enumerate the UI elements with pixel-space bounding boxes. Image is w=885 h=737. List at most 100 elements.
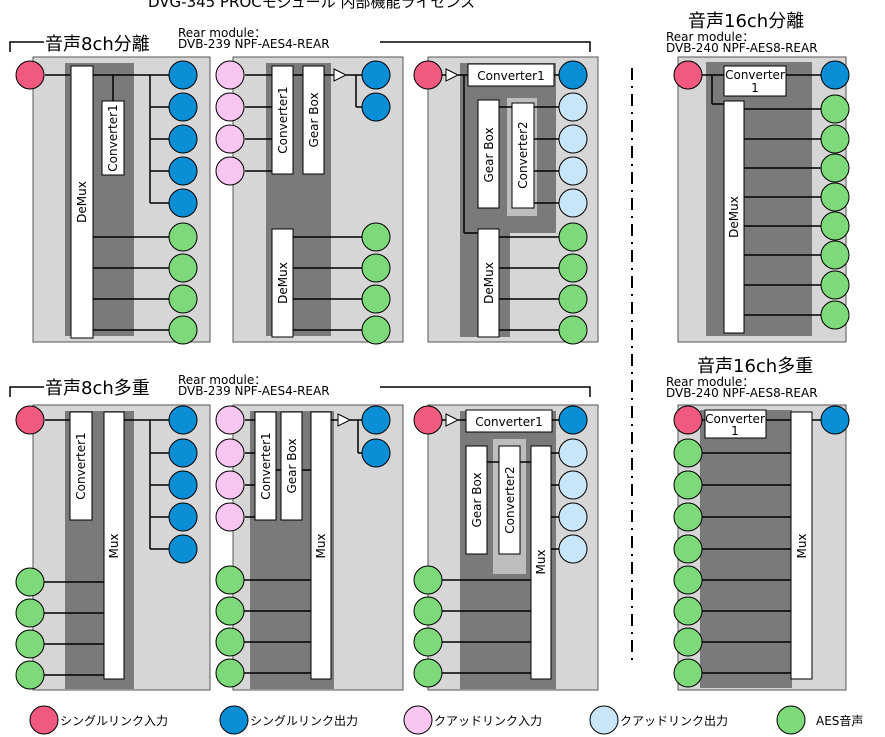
- single-link-output-port: [168, 470, 198, 500]
- mux-label: Mux: [107, 533, 121, 558]
- aes-audio-port: [168, 284, 198, 314]
- converter1-label: Converter1: [106, 104, 120, 171]
- single-link-input-port: [673, 60, 703, 90]
- aes-audio-port: [558, 253, 588, 283]
- rear-module-label: Rear module：: [178, 373, 266, 387]
- aes-audio-port: [15, 598, 45, 628]
- converter1-label: Converter: [725, 68, 785, 82]
- quad-link-output-port: [558, 502, 588, 532]
- section-heading: 音声16ch多重: [697, 356, 813, 377]
- aes-audio-port: [168, 253, 198, 283]
- legend-label: AES音声: [816, 713, 863, 728]
- mux-block: [790, 411, 813, 680]
- single-link-output-port: [361, 405, 391, 435]
- single-link-input-port: [413, 60, 443, 90]
- converter1-block: [723, 65, 787, 97]
- rear-module-name: DVB-239 NPF-AES4-REAR: [178, 384, 330, 398]
- gearbox-label: Gear Box: [470, 472, 484, 527]
- aes-audio-port: [558, 315, 588, 345]
- single-link-output-port: [168, 156, 198, 186]
- aes-audio-port: [15, 660, 45, 690]
- single-link-output-port: [168, 502, 198, 532]
- panel-split8-quad: Converter1 Gear Box DeMux: [215, 56, 404, 345]
- single-link-output-port: [361, 92, 391, 122]
- rear-module-name: DVB-240 NPF-AES8-REAR: [666, 41, 818, 55]
- aes-audio-port: [361, 315, 391, 345]
- section-heading: 音声8ch多重: [45, 378, 150, 399]
- quad-link-output-port: [558, 156, 588, 186]
- legend: シングルリンク入力 シングルリンク出力 クアッドリンク入力 クアッドリンク出力 …: [29, 705, 863, 735]
- quad-link-input-port: [215, 405, 245, 435]
- quad-link-input-port: [215, 438, 245, 468]
- single-link-input-port: [15, 60, 45, 90]
- gearbox-label: Gear Box: [285, 438, 299, 493]
- aes-audio-port: [673, 627, 703, 657]
- legend-label: クアッドリンク出力: [620, 714, 728, 728]
- aes-audio-port: [820, 153, 850, 183]
- legend-item-aes: AES音声: [776, 705, 863, 735]
- panel-split8-single: DeMux Converter1: [15, 56, 211, 345]
- converter1-label-number: 1: [751, 81, 759, 95]
- aes-audio-port: [413, 565, 443, 595]
- legend-item-quad-out: クアッドリンク出力: [589, 705, 728, 735]
- gearbox-block: [280, 411, 303, 521]
- single-link-input-port: [673, 405, 703, 435]
- legend-swatch: [403, 705, 433, 735]
- demux-label: DeMux: [276, 262, 290, 304]
- converter1-block: [101, 100, 125, 176]
- demux-block: [271, 228, 294, 338]
- single-link-output-port: [168, 534, 198, 564]
- gearbox-block: [302, 65, 325, 175]
- panel-split16: Converter 1 DeMux: [673, 56, 850, 343]
- single-link-output-port: [820, 60, 850, 90]
- aes-audio-port: [673, 534, 703, 564]
- aes-audio-port: [820, 300, 850, 330]
- aes-audio-port: [413, 658, 443, 688]
- quad-link-input-port: [215, 60, 245, 90]
- aes-audio-port: [673, 470, 703, 500]
- converter1-label: Converter1: [74, 432, 88, 499]
- section-heading: 音声8ch分離: [45, 34, 150, 55]
- gearbox-block: [477, 99, 500, 209]
- legend-item-single-out: シングルリンク出力: [219, 705, 358, 735]
- aes-audio-port: [215, 627, 245, 657]
- legend-label: シングルリンク出力: [250, 714, 358, 728]
- rear-module-name: DVB-240 NPF-AES8-REAR: [666, 386, 818, 400]
- rear-module-label: Rear module：: [666, 375, 754, 389]
- converter1-label: Converter1: [259, 432, 273, 499]
- quad-link-input-port: [215, 124, 245, 154]
- quad-link-output-port: [558, 92, 588, 122]
- aes-audio-port: [820, 94, 850, 124]
- aes-audio-port: [15, 567, 45, 597]
- legend-swatch: [29, 705, 59, 735]
- quad-link-input-port: [215, 502, 245, 532]
- mux-block: [103, 411, 125, 680]
- aes-audio-port: [168, 315, 198, 345]
- single-link-output-port: [361, 438, 391, 468]
- signal-arrow: [445, 413, 460, 427]
- aes-audio-port: [673, 596, 703, 626]
- legend-item-single-in: シングルリンク入力: [29, 705, 168, 735]
- converter2-label: Converter2: [503, 466, 517, 533]
- mux-block: [310, 411, 332, 680]
- converter1-label-number: 1: [731, 424, 739, 438]
- single-link-input-port: [413, 405, 443, 435]
- converter1-block: [69, 411, 93, 521]
- panel-mux8-convert: Converter1 Gear Box Converter2 Mux: [413, 404, 599, 691]
- rear-module-label: Rear module：: [178, 26, 266, 40]
- aes-audio-port: [673, 565, 703, 595]
- panel-split8-convert: Converter1 Gear Box Converter2 DeMux: [413, 56, 599, 345]
- single-link-input-port: [15, 405, 45, 435]
- mux-block: [530, 445, 552, 680]
- section-split8-heading: 音声8ch分離 Rear module： DVB-239 NPF-AES4-RE…: [9, 26, 591, 55]
- gearbox-block: [465, 445, 488, 555]
- quad-link-input-port: [215, 470, 245, 500]
- gearbox-label: Gear Box: [482, 127, 496, 182]
- single-link-output-port: [820, 405, 850, 435]
- demux-block: [477, 228, 500, 338]
- single-link-output-port: [558, 60, 588, 90]
- converter1-block: [254, 411, 277, 521]
- converter1-block: [467, 63, 555, 87]
- converter1-label: Converter: [705, 412, 765, 426]
